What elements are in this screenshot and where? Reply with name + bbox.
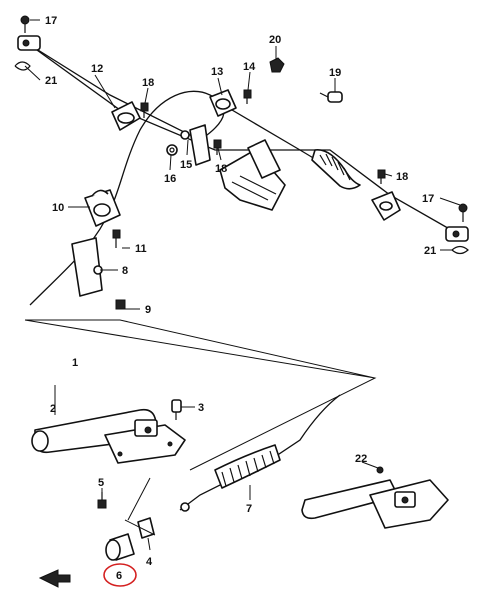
clip-21-right <box>451 245 469 255</box>
cable-clamp-13 <box>209 89 237 117</box>
lever-assembly-22 <box>301 466 449 529</box>
callout-11: 11 <box>135 243 147 255</box>
callouts: 17 21 12 18 13 14 20 19 15 16 18 18 17 2… <box>45 15 436 582</box>
callout-4: 4 <box>146 556 153 568</box>
callout-18-a: 18 <box>142 77 154 89</box>
callout-7: 7 <box>246 503 252 515</box>
rear-cable <box>29 44 461 236</box>
callout-12: 12 <box>91 63 103 75</box>
callout-18-c: 18 <box>396 171 408 183</box>
callout-20: 20 <box>269 34 281 46</box>
callout-14: 14 <box>243 61 256 73</box>
brake-cable-7 <box>179 394 341 512</box>
grip-6 <box>105 533 135 561</box>
cable-clamp-10 <box>84 189 121 227</box>
pin-17-right <box>458 203 468 222</box>
bracket-8 <box>71 237 103 297</box>
callout-9: 9 <box>145 304 151 316</box>
highlight-circle-6 <box>103 563 137 587</box>
callout-15: 15 <box>180 159 192 171</box>
callout-22: 22 <box>355 453 367 465</box>
lever-assembly-1 <box>31 408 186 464</box>
bolt-18-a <box>140 102 149 118</box>
section-boundary <box>24 319 377 471</box>
bracket-right <box>371 191 401 221</box>
bolt-9 <box>115 299 126 310</box>
callout-1: 1 <box>72 357 78 369</box>
cable-spring-right <box>311 149 361 190</box>
bolt-18-c <box>377 169 386 184</box>
washer-16 <box>166 144 178 156</box>
leader-lines <box>24 19 461 551</box>
bolt-14 <box>243 89 252 104</box>
bolt-3 <box>171 399 182 420</box>
callout-21-top: 21 <box>45 75 57 87</box>
bolt-19 <box>319 91 343 103</box>
assembly-leader-lower <box>124 477 156 536</box>
callout-10: 10 <box>52 202 64 214</box>
bracket-15 <box>180 124 211 166</box>
callout-6: 6 <box>116 570 122 582</box>
front-arrow-icon <box>38 569 71 588</box>
cable-end-right <box>445 226 469 242</box>
equalizer-bracket <box>219 139 286 211</box>
callout-3: 3 <box>198 402 204 414</box>
callout-18-b: 18 <box>215 163 227 175</box>
cable-end-left <box>17 35 41 51</box>
pin-17-top <box>20 15 30 33</box>
bolt-11 <box>112 229 121 248</box>
cable-clamp-12 <box>111 101 141 131</box>
bolt-18-b <box>213 139 222 155</box>
callout-13: 13 <box>211 66 223 78</box>
callout-17-right: 17 <box>422 193 434 205</box>
clip-21-top <box>14 61 31 71</box>
callout-19: 19 <box>329 67 341 79</box>
callout-17-top: 17 <box>45 15 57 27</box>
callout-8: 8 <box>122 265 128 277</box>
nut-20 <box>269 57 285 73</box>
callout-16: 16 <box>164 173 176 185</box>
callout-2: 2 <box>50 403 56 415</box>
callout-5: 5 <box>98 477 104 489</box>
callout-21-right: 21 <box>424 245 436 257</box>
